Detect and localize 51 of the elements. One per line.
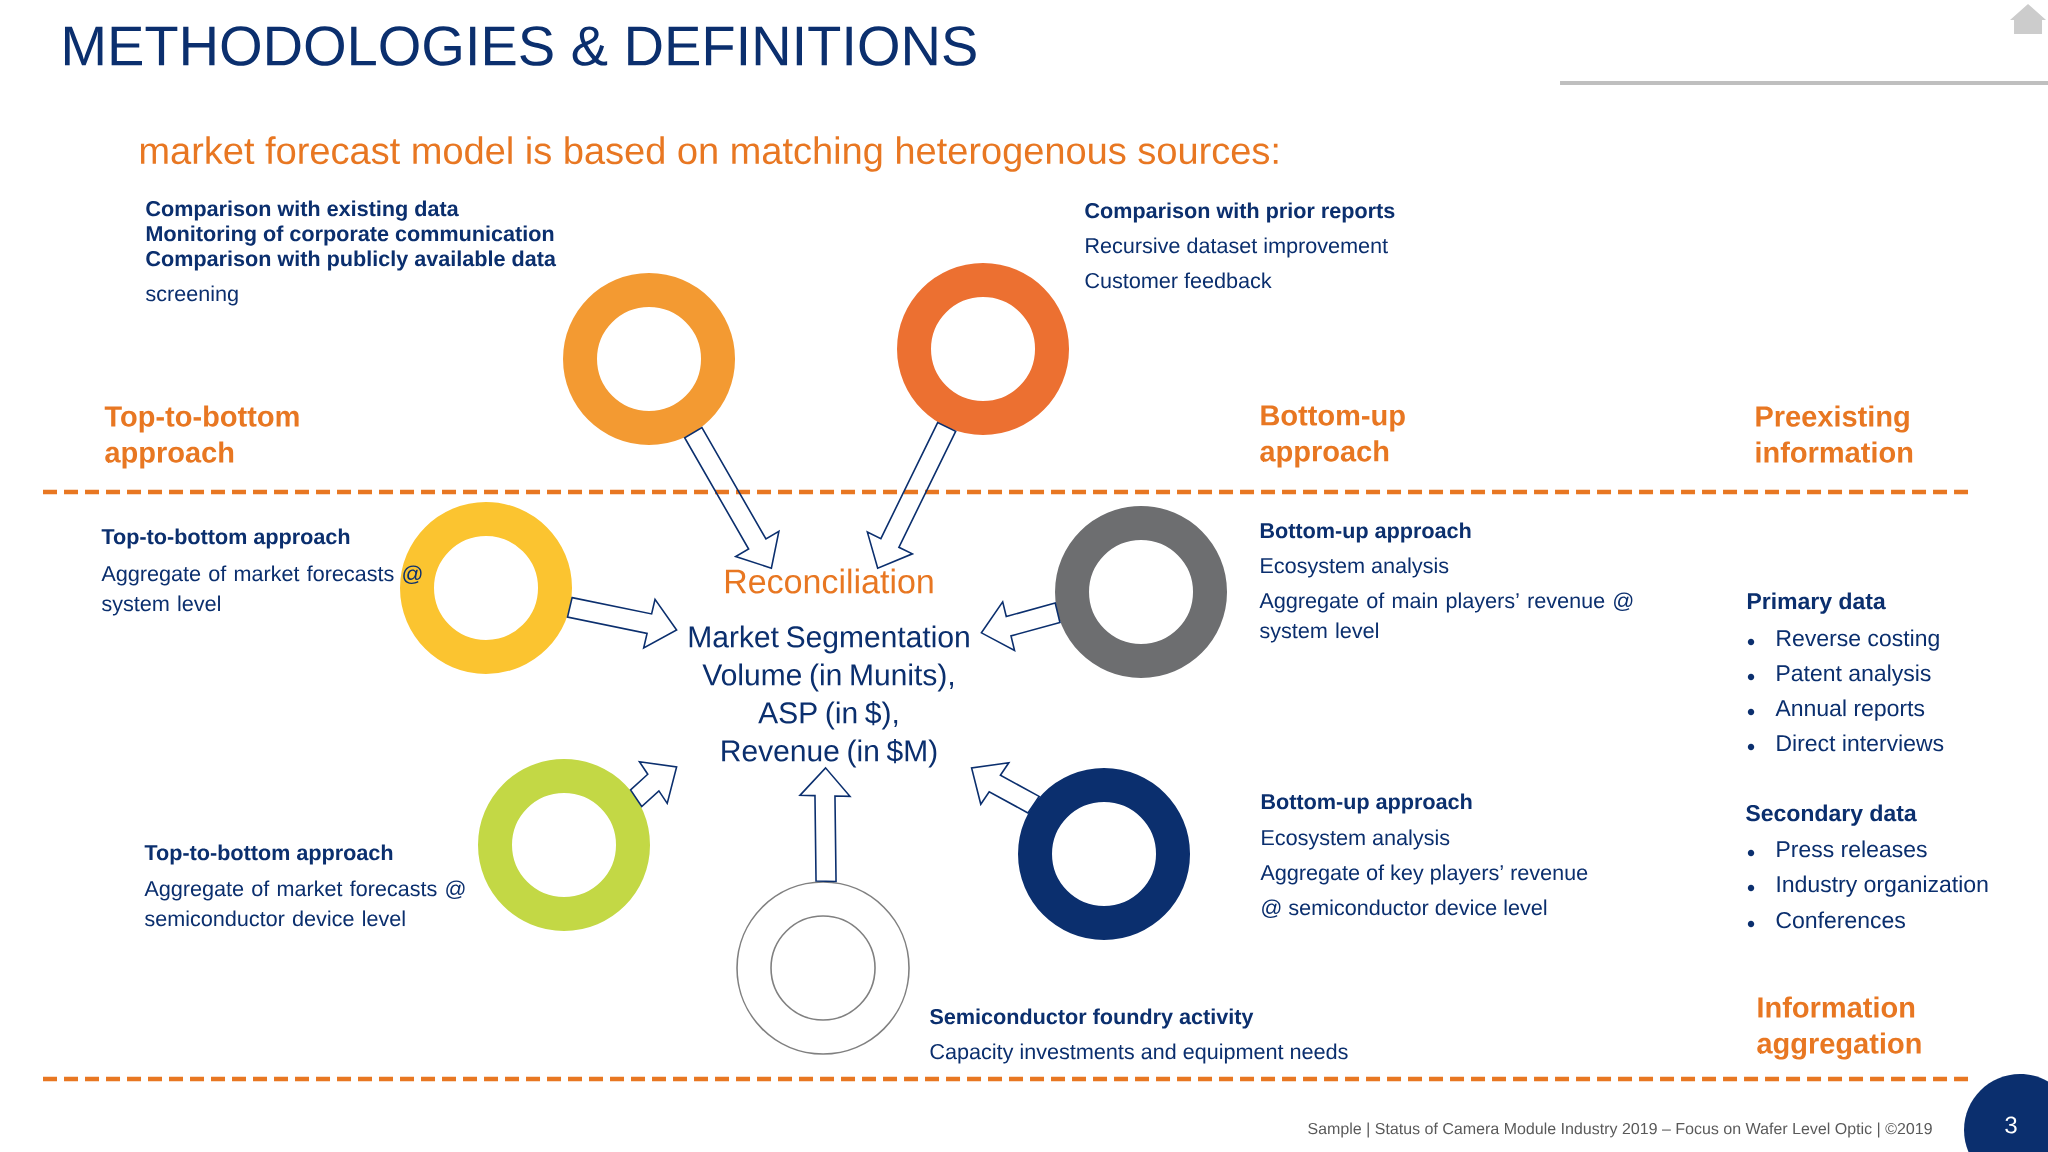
caption-heading: Bottom-up approach [1260, 522, 1471, 543]
caption-heading: Bottom-up approach [1261, 793, 1472, 814]
bullet-item: Direct interviews [1777, 734, 1944, 752]
caption-text: Capacity investments and equipment needs [930, 1043, 1348, 1064]
ring [563, 273, 735, 445]
bullet-item: Press releases [1777, 840, 1927, 858]
caption-heading: Top-to-bottom approach [101, 528, 350, 549]
caption-text: Ecosystem analysis [1261, 557, 1449, 578]
block-arrow [980, 600, 1061, 653]
footer-text: Sample | Status of Camera Module Industry 2019 – Focus on Wafer Level Optic | ©2019 [1308, 1122, 1932, 1138]
caption-heading: Comparison with existing data [146, 200, 459, 221]
bullet-item: Patent analysis [1777, 664, 1931, 686]
reconciliation-text: Reconciliation Market Segmentation Volume (in Munits), ASP (in $), Revenue (in $M) [689, 568, 969, 768]
bullet-item: Industry organization [1777, 875, 1988, 897]
section-label: Bottom-up approach [1260, 405, 1405, 468]
ring [897, 263, 1069, 435]
subtitle: market forecast model is based on matching heterogenous sources: [140, 136, 1278, 172]
list-heading: Primary data [1747, 592, 1886, 614]
section-label: Information aggregation [1757, 996, 1921, 1060]
caption-text: Aggregate of main players’ revenue @ system level [1259, 592, 1633, 643]
block-arrow [629, 760, 678, 808]
double-circle [736, 881, 910, 1055]
block-arrow [566, 596, 678, 650]
page-number: 3 [1964, 1074, 2048, 1152]
caption-text: Aggregate of market forecasts @ semiconductor device level [144, 880, 465, 927]
caption-text: @ semiconductor device level [1262, 899, 1547, 919]
block-arrow [683, 426, 781, 570]
bullet-item: Annual reports [1775, 699, 1925, 721]
section-label: Top-to-bottom approach [104, 405, 299, 469]
caption-text: Customer feedback [1085, 272, 1272, 289]
caption-heading: Comparison with prior reports [1085, 202, 1395, 223]
caption-heading: Comparison with publicly available data [146, 250, 557, 271]
caption-heading: Monitoring of corporate communication [146, 225, 554, 246]
caption-text: Aggregate of market forecasts @ system level [101, 565, 422, 616]
caption-text: screening [146, 285, 238, 306]
ring [400, 502, 572, 674]
caption-text: Ecosystem analysis [1262, 829, 1450, 850]
block-arrow [798, 766, 852, 883]
title: METHODOLOGIES & DEFINITIONS [65, 26, 976, 66]
caption-text: Recursive dataset improvement [1086, 237, 1388, 258]
caption-text: Aggregate of key players’ revenue [1260, 864, 1588, 885]
block-arrow [866, 421, 957, 570]
caption-heading: Semiconductor foundry activity [930, 1008, 1254, 1029]
ring [478, 759, 650, 931]
list-heading: Secondary data [1746, 804, 1917, 826]
caption-heading: Top-to-bottom approach [144, 844, 393, 865]
section-label: Preexisting information [1756, 405, 1913, 463]
ring [1018, 768, 1190, 940]
ring [1055, 506, 1227, 678]
bullet-item: Reverse costing [1777, 629, 1939, 651]
bullet-item: Conferences [1776, 911, 1905, 929]
